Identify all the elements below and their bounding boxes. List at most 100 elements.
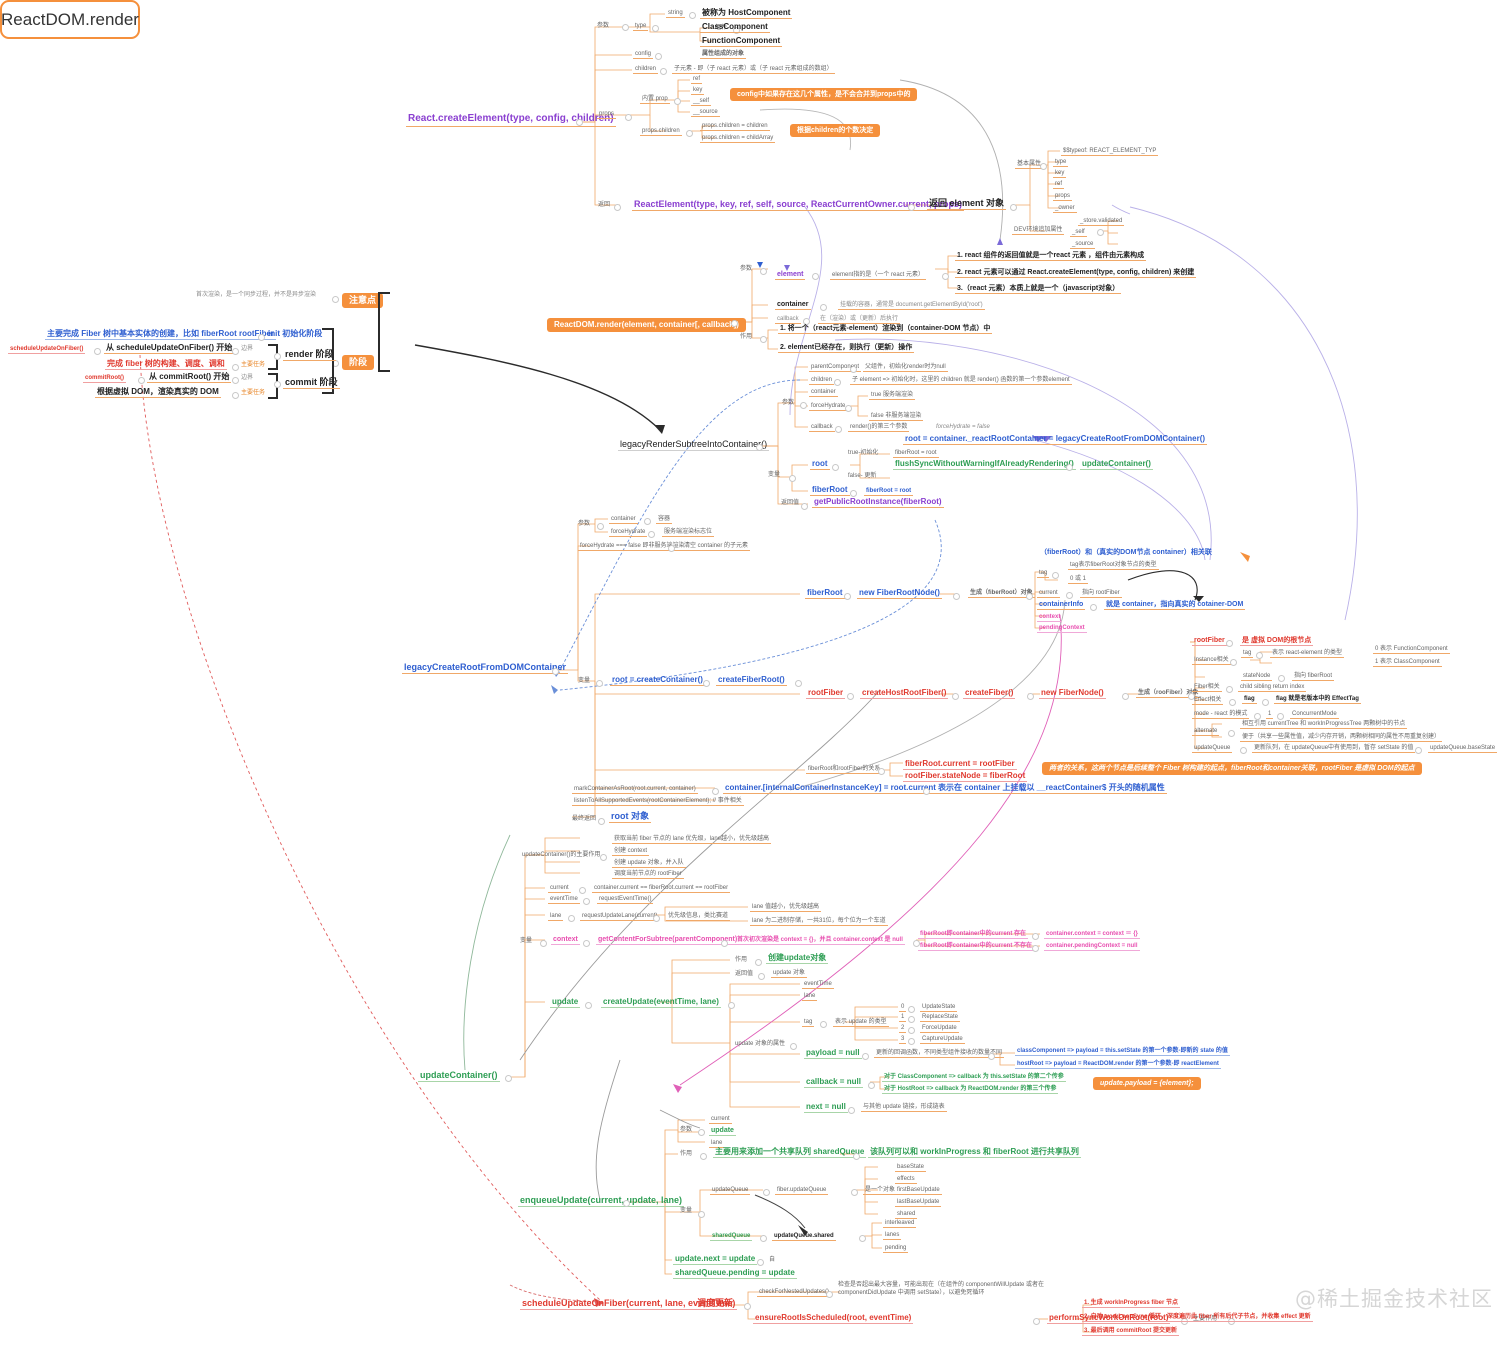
cu-effect-label: 作用 bbox=[735, 957, 748, 963]
uc-current-note: container.current == fiberRoot.current =… bbox=[592, 885, 731, 894]
ce-props-dot bbox=[625, 114, 632, 121]
lr-hydrate-init: forceHydrate = false bbox=[936, 424, 990, 430]
cu-update-label: update bbox=[550, 997, 581, 1009]
uc-ctx-dot bbox=[583, 940, 590, 947]
ce-inner-ref: ref bbox=[691, 76, 703, 85]
rootfiber-headline-note: 是 虚拟 DOM的根节点 bbox=[1240, 637, 1314, 647]
rf-eff-dot bbox=[1229, 699, 1236, 706]
ce-dot bbox=[576, 119, 583, 126]
lr-params-label: 参数 bbox=[782, 400, 795, 406]
rf-alternate-note-b: 便于（共享一些属性值，减少内存开销，两颗树相同的属性不用重复创建） bbox=[1240, 734, 1443, 743]
re-dev-0: _store.validated bbox=[1078, 218, 1125, 227]
rf-instance-label: Instance相关 bbox=[1192, 657, 1231, 666]
ra-point-1: 1. react 组件的返回值就是一个react 元素 ，组件由元素构成 bbox=[955, 252, 1147, 262]
lc-fiberroot-label: fiberRoot bbox=[805, 588, 845, 600]
uc-lane-note2: 优先级信息，类比赛道 bbox=[666, 913, 731, 922]
schedule-title: scheduleUpdateOnFiber(current, lane, eve… bbox=[520, 1298, 738, 1311]
fr-ci-dot bbox=[1090, 604, 1097, 611]
cu-nx-dot bbox=[848, 1107, 855, 1114]
ra-cb-dot bbox=[803, 318, 810, 325]
lc-markcontainer: markContainerAsRoot(root.current, contai… bbox=[572, 786, 698, 795]
rf-tag-label: tag bbox=[1241, 650, 1254, 659]
rf-mode-value: 1 bbox=[1266, 711, 1274, 720]
ra-point-2: 2. react 元素可以通过 React.createElement(type… bbox=[955, 269, 1197, 279]
ra-params-dot bbox=[760, 268, 767, 275]
cu-tag-n0: UpdateState bbox=[920, 1004, 958, 1013]
lc-p0: container bbox=[609, 516, 638, 525]
watermark: @稀土掘金技术社区 bbox=[1295, 1287, 1493, 1311]
cu-callback-callout: update.payload = {element}; bbox=[1093, 1077, 1201, 1091]
ce-innerprop-dot bbox=[674, 98, 681, 105]
ce-config-note: 属性组成的对象 bbox=[700, 51, 747, 60]
commit-boundary: 从 commitRoot() 开始 bbox=[147, 372, 232, 384]
uc-vars-dot bbox=[540, 940, 547, 947]
lr-p1-note: 子 element => 初始化时，这里的 children 就是 render… bbox=[850, 377, 1072, 386]
lr-p4-dot bbox=[835, 426, 842, 433]
ce-string-dot bbox=[689, 12, 696, 19]
lc-dot bbox=[552, 668, 559, 675]
eq-uq-i1: effects bbox=[895, 1176, 917, 1185]
ce-return-label: 返回 bbox=[598, 202, 611, 208]
su-ensure: ensureRootIsScheduled(root, eventTime) bbox=[753, 1313, 914, 1325]
lr-hydrate-false: false 非服务端渲染 bbox=[869, 413, 924, 422]
lc-vars-label: 变量 bbox=[578, 678, 591, 684]
lc-nfrn-dot bbox=[1026, 593, 1033, 600]
re-dev-dot bbox=[1097, 229, 1104, 236]
lr-ret-dot bbox=[801, 503, 808, 510]
re-basic-1: type bbox=[1053, 159, 1069, 168]
eq-aa-dot bbox=[757, 1259, 764, 1266]
rootfiber-headline-label: rootFiber bbox=[1192, 637, 1227, 647]
cu-payload-note: 更新的回调函数，不同类型组件接收的数量不同 bbox=[874, 1050, 1005, 1059]
rf-fib-dot bbox=[1226, 686, 1233, 693]
uc-cur-dot bbox=[579, 887, 586, 894]
ce-config-dot bbox=[655, 53, 662, 60]
uc-context-result-a: container.context = context ＝ {} bbox=[1044, 931, 1140, 940]
rf-mv-dot bbox=[1277, 713, 1284, 720]
root-node[interactable]: ReactDOM.render bbox=[0, 0, 140, 39]
eq-assign-a: update.next = update bbox=[673, 1254, 758, 1266]
cu-tag-n2: ForceUpdate bbox=[920, 1025, 959, 1034]
uc-lane-note: requestUpdateLane(current) bbox=[580, 913, 660, 922]
eq-sq-i2: pending bbox=[883, 1245, 909, 1254]
render-entry-call[interactable]: ReactDOM.render(element, container[, cal… bbox=[547, 318, 746, 333]
commit-main-tag: 主要任务 bbox=[241, 390, 266, 396]
render-phase-label: render 阶段 bbox=[283, 349, 336, 362]
note-dot bbox=[332, 296, 339, 303]
cu-t2-dot bbox=[908, 1027, 915, 1034]
lr-fiberroot-note: fiberRoot = root bbox=[864, 488, 914, 497]
phases-branch-label[interactable]: 阶段 bbox=[342, 355, 375, 371]
eq-p2: lane bbox=[709, 1140, 725, 1149]
lc-chrf-dot bbox=[952, 693, 959, 700]
lr-p1-dot bbox=[834, 379, 841, 386]
re-dev-2: _source bbox=[1070, 241, 1096, 250]
notes-branch-label[interactable]: 注意点 bbox=[342, 293, 384, 309]
lr-p0-dot bbox=[850, 366, 857, 373]
eq-sq-dot bbox=[760, 1235, 767, 1242]
cu-payload-a: classComponent => payload = this.setStat… bbox=[1015, 1048, 1230, 1057]
eq-params-label: 参数 bbox=[680, 1127, 693, 1133]
lc-clear-b: 清空 container 的子元素 bbox=[682, 543, 751, 552]
rf-fiber-note: child sibling return index bbox=[1238, 684, 1307, 693]
uc-context-call: getContentForSubtree(parentComponent) bbox=[596, 936, 740, 946]
su-step-0: 1. 生成 workInProgress fiber 节点 bbox=[1082, 1300, 1181, 1309]
rf-sn-dot bbox=[1278, 675, 1285, 682]
ra-container-label: container bbox=[775, 301, 811, 311]
eq-effn-dot bbox=[853, 1153, 860, 1160]
su-perform: performSyncWorkOnRoot(root) bbox=[1047, 1313, 1171, 1325]
eq-vars-dot bbox=[698, 1211, 705, 1218]
rf-tag-dot bbox=[1256, 652, 1263, 659]
eq-uq-note: 是一个对象 bbox=[863, 1187, 898, 1196]
uc-cbb-dot bbox=[1032, 945, 1039, 952]
cu-t3-dot bbox=[908, 1038, 915, 1045]
ra-ct-dot bbox=[820, 304, 827, 311]
lr-return-label: 返回值 bbox=[781, 500, 800, 506]
lr-params-dot bbox=[800, 402, 807, 409]
lc-newfiberroot-note: 生成（fiberRoot）对象 bbox=[968, 590, 1035, 599]
lr-p1: children bbox=[809, 377, 835, 386]
lc-clear-dot bbox=[668, 545, 675, 552]
eq-uq-label: updateQueue bbox=[710, 1187, 751, 1196]
fr-tag-dot bbox=[1052, 572, 1059, 579]
rf-uq-dot bbox=[1240, 747, 1247, 754]
ce-pc-a: props.children = children bbox=[700, 123, 770, 132]
cu-eventtime: eventTime bbox=[802, 981, 834, 990]
